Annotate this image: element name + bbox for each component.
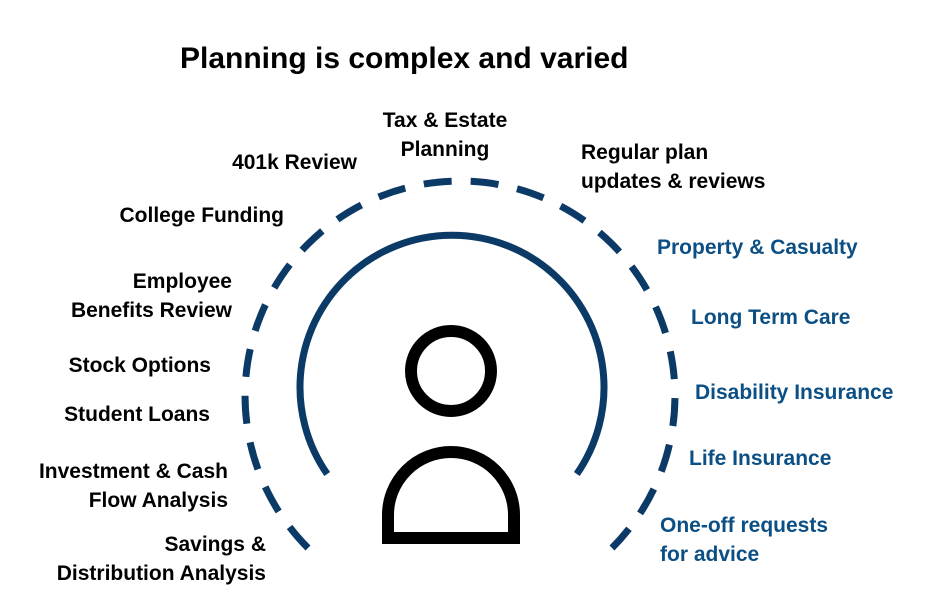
label-investment-cash-flow: Investment & Cash Flow Analysis bbox=[38, 460, 228, 512]
label-employee-benefits-review: Employee Benefits Review bbox=[70, 270, 232, 322]
page-title: Planning is complex and varied bbox=[180, 42, 629, 75]
label-one-off-requests: One-off requests for advice bbox=[660, 514, 829, 566]
label-tax-estate-planning: Tax & Estate Planning bbox=[382, 109, 508, 161]
person-icon bbox=[382, 325, 520, 544]
label-savings-distribution: Savings & Distribution Analysis bbox=[56, 533, 266, 585]
label-stock-options: Stock Options bbox=[68, 354, 211, 377]
label-long-term-care: Long Term Care bbox=[691, 306, 851, 329]
label-college-funding: College Funding bbox=[119, 204, 284, 227]
label-property-casualty: Property & Casualty bbox=[657, 236, 858, 259]
label-401k-review: 401k Review bbox=[232, 151, 357, 174]
inner-solid-ring bbox=[296, 231, 608, 476]
outer-dashed-ring bbox=[241, 177, 679, 551]
label-regular-plan-updates: Regular plan updates & reviews bbox=[581, 141, 766, 193]
label-student-loans: Student Loans bbox=[64, 403, 210, 426]
label-disability-insurance: Disability Insurance bbox=[695, 381, 894, 404]
label-life-insurance: Life Insurance bbox=[689, 447, 832, 470]
